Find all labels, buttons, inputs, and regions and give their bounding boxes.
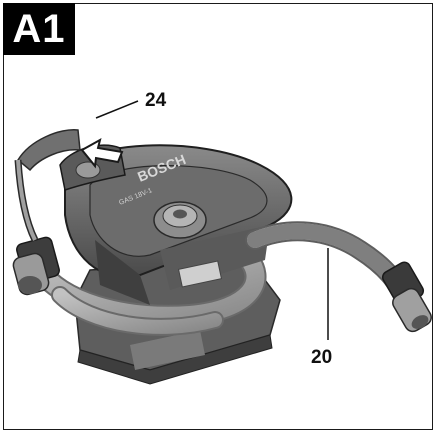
figure-label: A1 bbox=[3, 3, 75, 55]
hose-coil bbox=[29, 244, 267, 336]
figure-frame bbox=[3, 3, 433, 430]
latch-handle bbox=[14, 129, 81, 242]
center-dial bbox=[153, 201, 207, 239]
right-nozzle bbox=[381, 261, 432, 333]
left-nozzle bbox=[12, 236, 60, 296]
callout-20: 20 bbox=[311, 347, 333, 368]
leader-line-24 bbox=[95, 100, 139, 119]
arrow-up-icon bbox=[80, 138, 124, 169]
callout-24: 24 bbox=[145, 90, 167, 111]
